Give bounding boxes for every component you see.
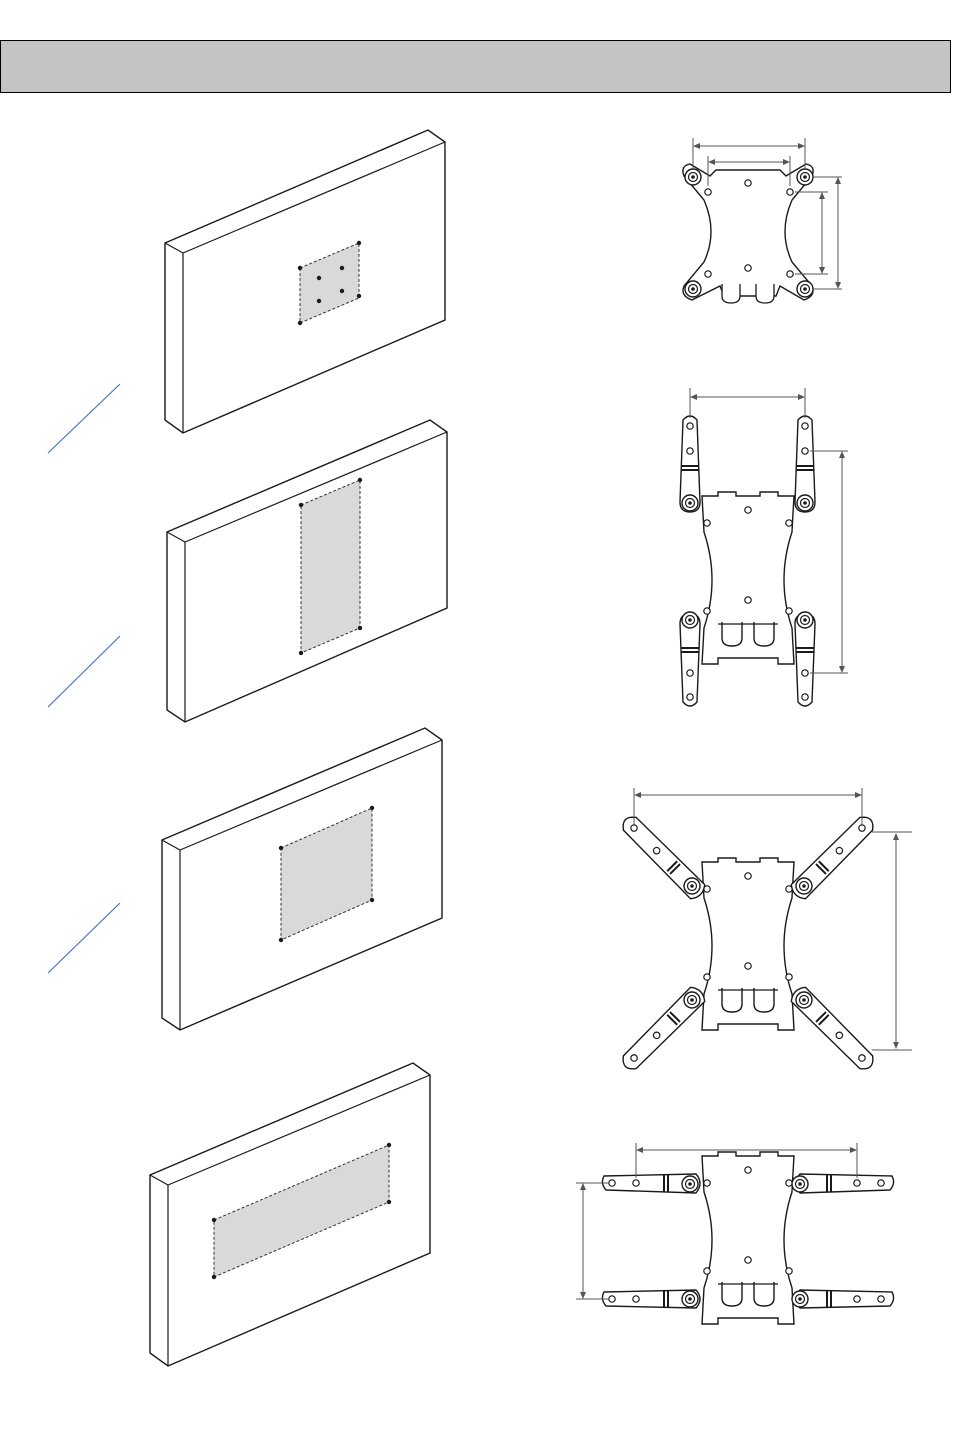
blue-divider-3 (48, 903, 120, 973)
mount-plate-2 (680, 388, 848, 706)
mount-plate-1 (683, 138, 842, 303)
tv-panel-3 (162, 728, 442, 1030)
mount-plate-3 (618, 788, 912, 1074)
blue-divider-1 (48, 384, 120, 453)
tv-panel-1 (165, 130, 445, 433)
tv-panel-4 (150, 1063, 430, 1366)
blue-divider-2 (48, 636, 120, 707)
mount-plate-4 (576, 1143, 894, 1324)
tv-panel-2 (167, 420, 447, 722)
vesa-area-2 (301, 480, 360, 653)
